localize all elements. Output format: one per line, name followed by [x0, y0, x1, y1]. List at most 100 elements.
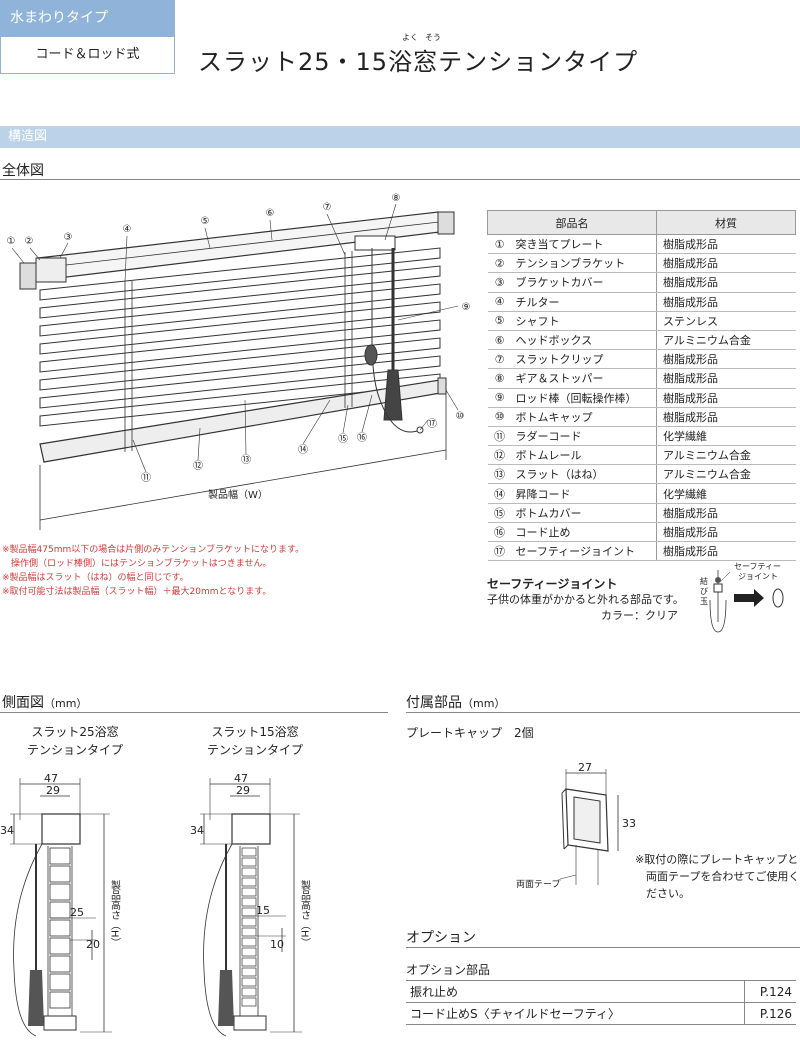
parts-name: セーフティージョイント [511, 541, 657, 562]
red-notes: ※製品幅475mm以下の場合は片側のみテンションブラケットになります。 操作側（… [2, 543, 304, 599]
parts-num: ⑭ [487, 483, 512, 504]
parts-material: 樹脂成形品 [656, 368, 796, 389]
parts-name: 突き当てプレート [511, 234, 657, 255]
option-page-link[interactable]: P.124 [743, 980, 796, 1003]
overall-heading: 全体図 [2, 163, 44, 179]
side-right-title: スラット15浴窓 テンションタイプ [206, 725, 303, 757]
parts-material: アルミニウム合金 [656, 464, 796, 485]
side-view-right-diagram: 47 29 34 15 10 製品高さ（H） [190, 772, 311, 1037]
callout-16: ⑯ [357, 432, 367, 444]
parts-name: ロッド棒（回転操作棒） [511, 388, 657, 408]
plate-cap-label: プレートキャップ 2個 [406, 726, 534, 740]
overall-rule [0, 179, 800, 180]
parts-num: ⑪ [487, 426, 512, 447]
parts-name: コード止め [511, 522, 657, 543]
parts-header-name: 部品名 [487, 210, 657, 235]
parts-num: ① [487, 234, 512, 255]
callout-11: ⑪ [141, 472, 151, 484]
callout-14: ⑭ [298, 444, 308, 456]
callout-10: ⑩ [456, 411, 465, 422]
callout-13: ⑬ [241, 454, 251, 466]
parts-num: ⑫ [487, 445, 512, 466]
callout-2: ② [25, 236, 34, 247]
parts-material: 樹脂成形品 [656, 522, 796, 543]
right-dim-29: 29 [236, 784, 250, 797]
callout-6: ⑥ [266, 208, 275, 219]
right-dim-15: 15 [256, 904, 270, 917]
parts-num: ⑤ [487, 311, 512, 331]
parts-material: 樹脂成形品 [656, 292, 796, 312]
safety-joint-title: セーフティージョイント [487, 577, 618, 591]
option-page-link[interactable]: P.126 [743, 1002, 796, 1025]
parts-num: ③ [487, 272, 512, 293]
side-view-left-diagram: 47 29 34 25 20 製品高さ（H） [0, 772, 121, 1037]
parts-name: テンションブラケット [511, 253, 657, 274]
left-dim-29: 29 [46, 784, 60, 797]
parts-num: ⑨ [487, 388, 512, 408]
parts-name: 昇降コード [511, 483, 657, 504]
accessories-rule [406, 712, 800, 713]
option-name: コード止めS〈チャイルドセーフティ〉 [406, 1002, 744, 1025]
callout-9: ⑨ [462, 302, 471, 313]
safety-joint-label-2: ジョイント [738, 572, 778, 581]
option-row: コード止めS〈チャイルドセーフティ〉P.126 [406, 1002, 796, 1025]
parts-name: スラットクリップ [511, 349, 657, 370]
parts-name: シャフト [511, 311, 657, 331]
side-view-heading: 側面図（mm） [2, 695, 88, 711]
parts-material: アルミニウム合金 [656, 330, 796, 351]
red-note-3: ※製品幅はスラット（はね）の幅と同じです。 [2, 573, 189, 583]
parts-num: ② [487, 253, 512, 274]
parts-num: ⑯ [487, 522, 512, 543]
category-tag: 水まわりタイプ [0, 0, 175, 36]
parts-num: ⑰ [487, 541, 512, 562]
callout-4: ④ [123, 224, 132, 235]
parts-material: 樹脂成形品 [656, 541, 796, 562]
left-dim-34: 34 [0, 824, 14, 837]
callout-12: ⑫ [193, 460, 203, 472]
parts-material: 化学繊維 [656, 426, 796, 447]
callout-17: ⑰ [427, 418, 437, 430]
options-rule [406, 947, 800, 948]
callout-1: ① [7, 236, 16, 247]
parts-name: ボトムキャップ [511, 407, 657, 427]
plate-cap-dim-27: 27 [578, 761, 592, 774]
parts-name: スラット（はね） [511, 464, 657, 485]
parts-name: ラダーコード [511, 426, 657, 447]
parts-material: 樹脂成形品 [656, 272, 796, 293]
section-title-structure: 構造図 [0, 126, 800, 148]
parts-material: 樹脂成形品 [656, 349, 796, 370]
right-dim-34: 34 [190, 824, 204, 837]
left-height-label: 製品高さ（H） [109, 879, 121, 948]
parts-name: ボトムカバー [511, 503, 657, 523]
parts-material: 樹脂成形品 [656, 234, 796, 255]
parts-num: ④ [487, 292, 512, 312]
callout-15: ⑮ [338, 433, 348, 445]
parts-material: 樹脂成形品 [656, 407, 796, 427]
plate-cap-diagram: 27 33 両面テープ [516, 761, 636, 890]
side-view-rule [0, 712, 388, 713]
parts-num: ⑬ [487, 464, 512, 485]
options-heading: オプション [406, 930, 476, 946]
parts-material: 化学繊維 [656, 483, 796, 504]
parts-name: チルター [511, 292, 657, 312]
parts-material: アルミニウム合金 [656, 445, 796, 466]
parts-num: ⑧ [487, 368, 512, 389]
parts-material: 樹脂成形品 [656, 503, 796, 523]
callout-8: ⑧ [392, 193, 401, 204]
parts-header-material: 材質 [656, 210, 796, 235]
